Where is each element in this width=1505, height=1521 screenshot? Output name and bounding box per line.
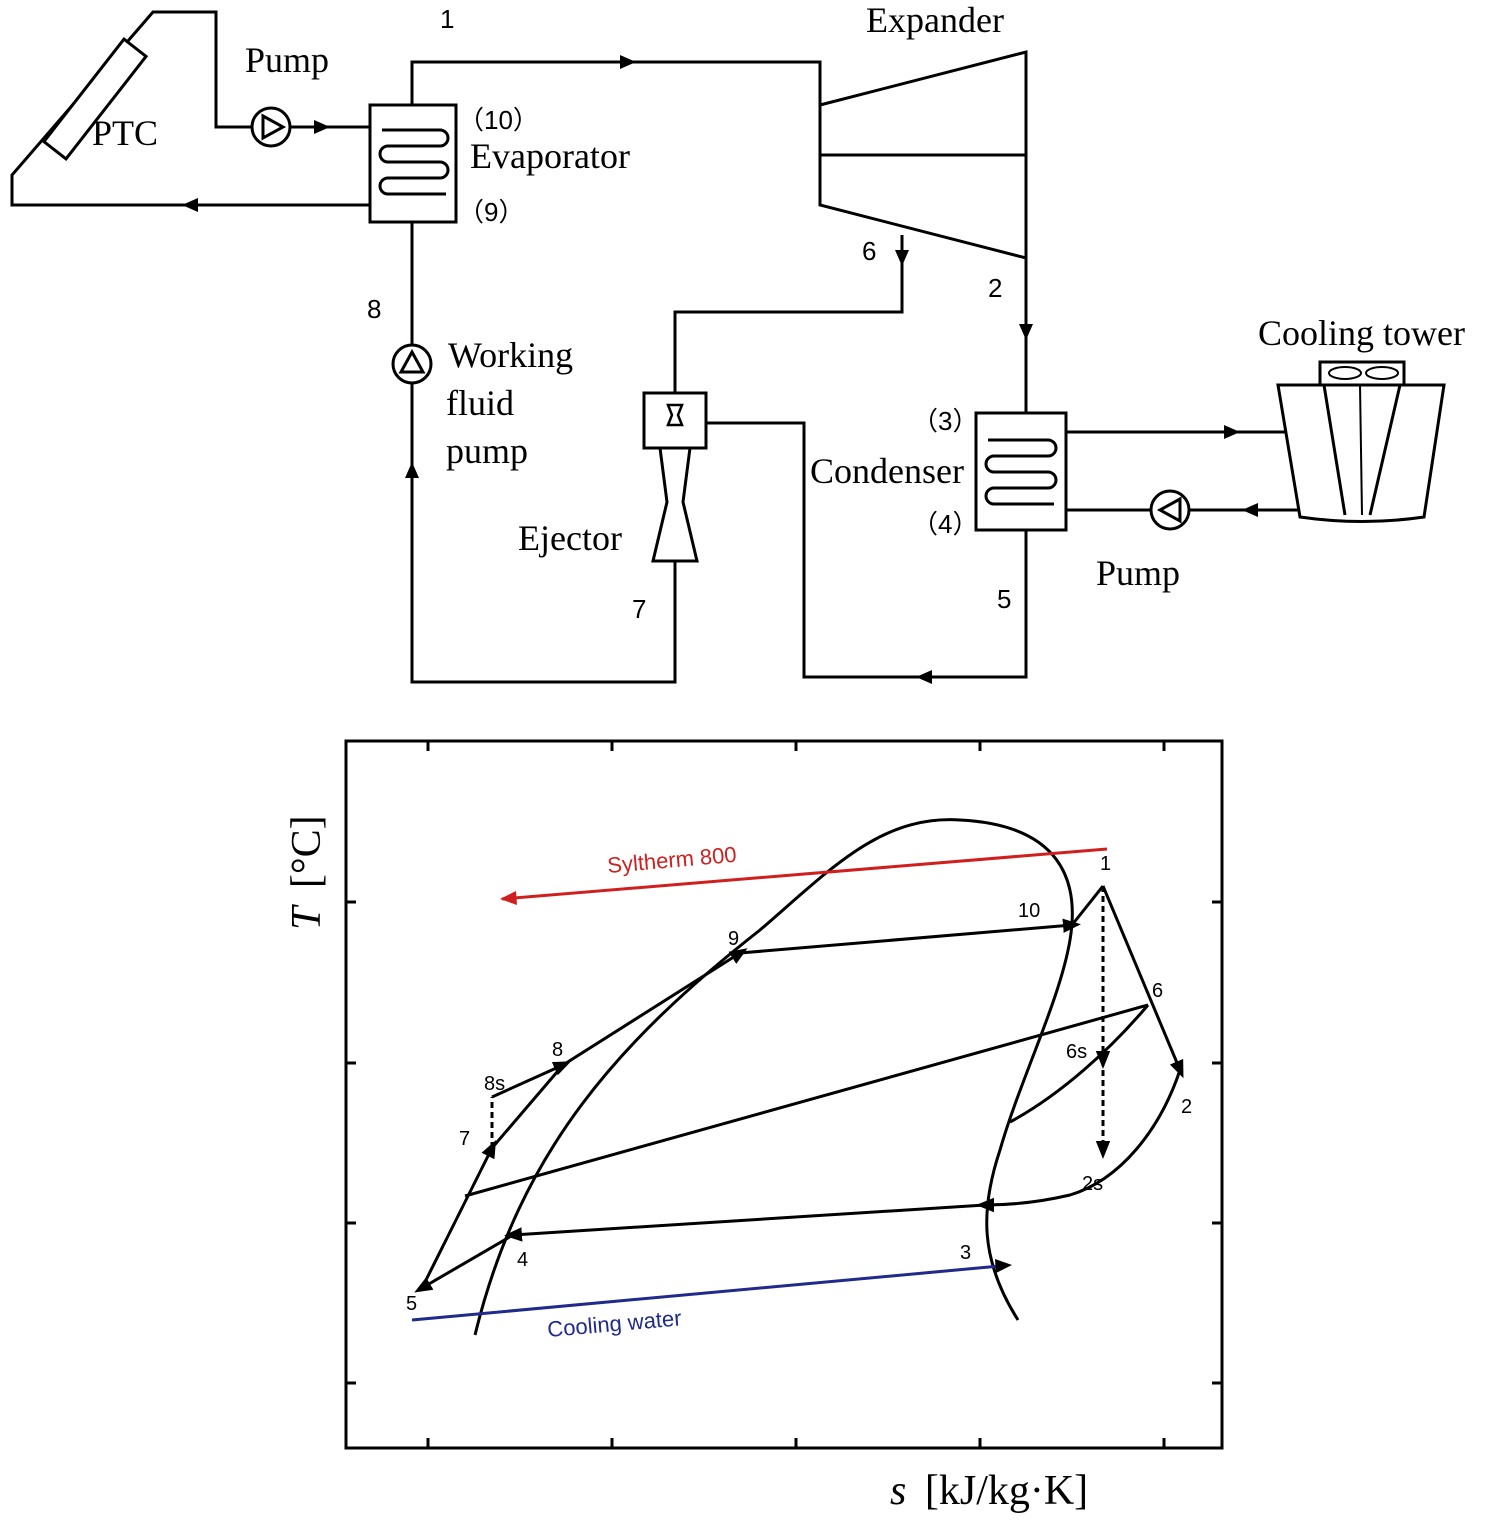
cooling-water-stream: Cooling water — [411, 1259, 1012, 1342]
evaporator — [368, 103, 458, 224]
ts-point-10: 10 — [1018, 900, 1040, 922]
syltherm-label: Syltherm 800 — [606, 842, 737, 878]
working-fluid-loop — [405, 52, 1033, 684]
pump-bottom — [1149, 489, 1191, 531]
pump-top — [250, 106, 292, 148]
state-4: （4） — [912, 509, 978, 539]
syltherm-stream: Syltherm 800 — [500, 842, 1108, 905]
label-condenser: Condenser — [810, 451, 964, 491]
ts-point-8s: 8s — [484, 1073, 505, 1095]
state-8: 8 — [367, 294, 381, 324]
cooling-water-label: Cooling water — [546, 1305, 682, 1342]
ts-point-2: 2 — [1181, 1096, 1192, 1118]
label-ejector: Ejector — [518, 518, 622, 558]
ejector — [642, 391, 708, 563]
expander — [818, 50, 1028, 260]
label-pump-bottom: Pump — [1096, 553, 1180, 593]
state-7: 7 — [632, 594, 646, 624]
label-evaporator: Evaporator — [470, 136, 630, 176]
ts-point-4: 4 — [517, 1249, 528, 1271]
ts-diagram: Syltherm 800 Cooling water 1 10 9 6 6s 2… — [284, 739, 1224, 1514]
ts-point-3: 3 — [960, 1242, 971, 1264]
ts-point-6s: 6s — [1066, 1041, 1087, 1063]
ts-point-7: 7 — [459, 1128, 470, 1150]
state-5: 5 — [997, 584, 1011, 614]
label-working-fluid-pump-2: fluid — [446, 383, 514, 423]
state-2: 2 — [988, 273, 1002, 303]
state-1: 1 — [440, 4, 454, 34]
ts-point-8: 8 — [552, 1039, 563, 1061]
state-10: （10） — [458, 105, 539, 135]
ts-point-9: 9 — [728, 928, 739, 950]
condenser — [974, 411, 1068, 532]
y-axis-label: T [°C] — [284, 815, 330, 930]
svg-text:T [°C]: T [°C] — [284, 815, 330, 930]
ptc-collector — [41, 37, 149, 161]
label-working-fluid-pump-3: pump — [446, 431, 528, 471]
axis-ticks — [346, 741, 1222, 1448]
state-3: （3） — [912, 406, 978, 436]
ts-point-1: 1 — [1100, 853, 1111, 875]
cooling-tower — [1276, 360, 1446, 523]
svg-text:s [kJ/kg·K]: s [kJ/kg·K] — [890, 1468, 1088, 1514]
cycle-schematic: PTC Pump Evaporator Expander Working flu… — [10, 0, 1465, 684]
label-cooling-tower: Cooling tower — [1258, 313, 1465, 353]
saturation-dome — [473, 818, 1074, 1336]
label-ptc: PTC — [92, 113, 158, 153]
x-axis-label: s [kJ/kg·K] — [890, 1468, 1088, 1514]
ptc-collector-loop — [10, 10, 370, 212]
working-fluid-pump — [391, 343, 433, 385]
ts-point-2s: 2s — [1082, 1173, 1103, 1195]
label-working-fluid-pump-1: Working — [448, 335, 573, 375]
label-pump-top: Pump — [245, 40, 329, 80]
state-9: （9） — [458, 197, 524, 227]
ts-point-6: 6 — [1152, 980, 1163, 1002]
state-6: 6 — [862, 236, 876, 266]
plot-frame — [344, 739, 1224, 1450]
ts-point-5: 5 — [406, 1293, 417, 1315]
cycle-lines — [414, 885, 1184, 1293]
label-expander: Expander — [866, 0, 1004, 40]
